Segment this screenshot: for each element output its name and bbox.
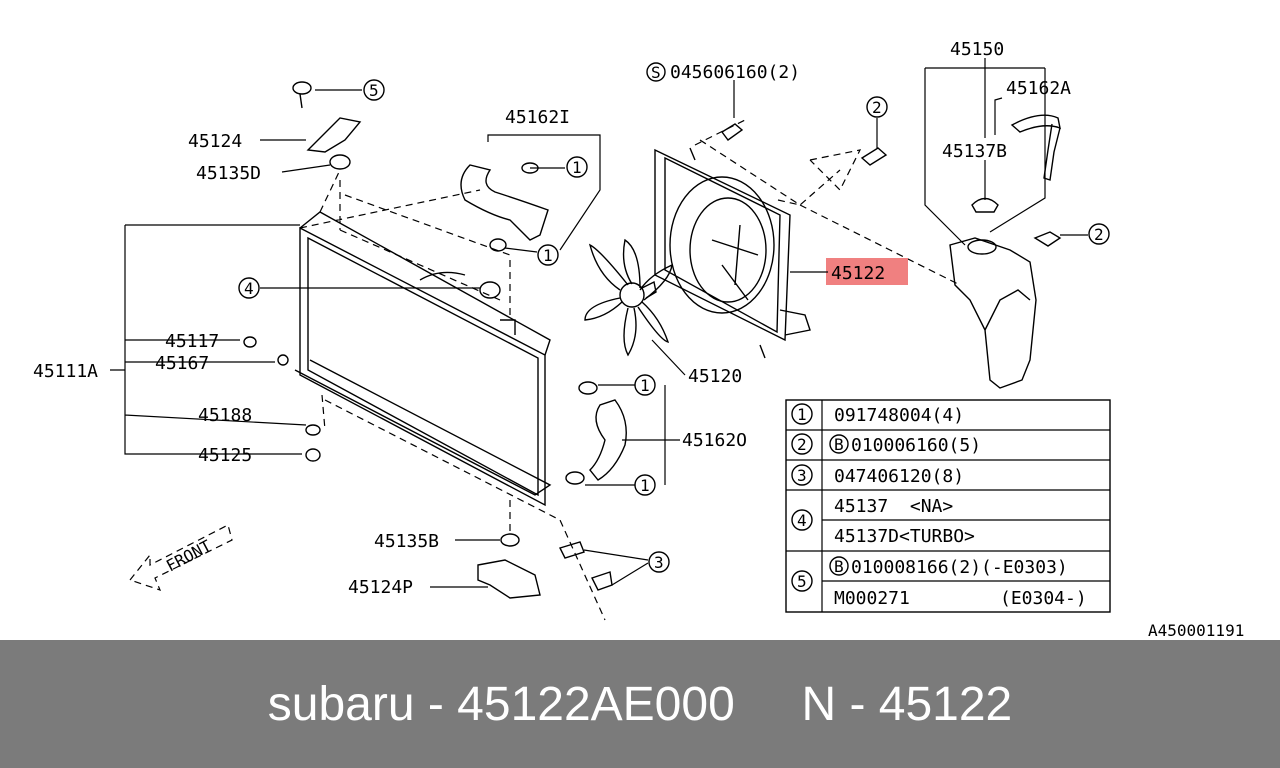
front-label: FRONT: [163, 536, 215, 576]
ref-code: A450001191: [1148, 621, 1244, 640]
radiator-drawing: [294, 211, 552, 507]
table-row2-text: 010006160(5): [851, 435, 981, 456]
marker-1-upper-top: 1: [572, 158, 582, 177]
label-45124P: 45124P: [348, 577, 413, 598]
label-45135D: 45135D: [196, 163, 261, 184]
label-45167: 45167: [155, 353, 209, 374]
table-row2-b-marker: B: [834, 435, 844, 454]
table-row3-text: 047406120(8): [834, 466, 964, 487]
lower-hose-drawing: [565, 381, 627, 485]
table-row2-num: 2: [797, 435, 807, 454]
table-row4-a: 45137 <NA>: [834, 496, 953, 517]
fan-shroud-drawing: [654, 147, 811, 359]
label-45135B: 45135B: [374, 531, 439, 552]
parts-diagram: 2 45150 45162A 45137B 2 S 045606160(2) 4…: [33, 39, 1245, 640]
table-row5-num: 5: [797, 572, 807, 591]
label-45162O: 45162O: [682, 430, 747, 451]
highlight-45122: [826, 258, 908, 285]
label-45120: 45120: [688, 366, 742, 387]
marker-1-upper-bottom: 1: [543, 246, 553, 265]
label-45125: 45125: [198, 445, 252, 466]
label-45111A: 45111A: [33, 361, 98, 382]
fan-blade-drawing: [584, 238, 673, 357]
table-row4-num: 4: [797, 511, 807, 530]
label-45117: 45117: [165, 331, 219, 352]
table-row5-b-marker: B: [834, 557, 844, 576]
label-45188: 45188: [198, 405, 252, 426]
label-45162A: 45162A: [1006, 78, 1071, 99]
label-45137B: 45137B: [942, 141, 1007, 162]
diagram-svg: 2 45150 45162A 45137B 2 S 045606160(2) 4…: [33, 39, 1244, 640]
table-row5-b-right: (E0304-): [1000, 588, 1087, 609]
label-45162I: 45162I: [505, 107, 570, 128]
marker-s: S: [651, 63, 661, 82]
table-row5-a: 010008166(2)(-E0303): [851, 557, 1068, 578]
marker-2-top: 2: [872, 98, 882, 117]
reservoir-tank-drawing: [949, 114, 1061, 389]
marker-1-lower-top: 1: [640, 376, 650, 395]
upper-hose-drawing: [460, 162, 549, 252]
table-row3-num: 3: [797, 466, 807, 485]
label-45124: 45124: [188, 131, 242, 152]
label-45122: 45122: [831, 263, 885, 284]
part-number-banner: subaru - 45122AE000 N - 45122: [0, 640, 1280, 768]
table-row4-b: 45137D<TURBO>: [834, 526, 975, 547]
table-row1-num: 1: [797, 405, 807, 424]
legend-table: 1 091748004(4) 2 B 010006160(5) 3 047406…: [785, 399, 1111, 613]
marker-4: 4: [244, 279, 254, 298]
marker-1-lower-bottom: 1: [640, 476, 650, 495]
table-row1-text: 091748004(4): [834, 405, 964, 426]
banner-text: subaru - 45122AE000 N - 45122: [267, 677, 1013, 731]
marker-2-tank: 2: [1094, 225, 1104, 244]
front-arrow: FRONT: [128, 524, 233, 591]
label-45150: 45150: [950, 39, 1004, 60]
top-bracket-drawing: [292, 81, 362, 170]
lower-bracket-drawing: [477, 533, 613, 599]
marker-5: 5: [369, 81, 379, 100]
table-row5-b-left: M000271: [834, 588, 910, 609]
marker-3: 3: [654, 553, 664, 572]
label-045606160: 045606160(2): [670, 62, 800, 83]
